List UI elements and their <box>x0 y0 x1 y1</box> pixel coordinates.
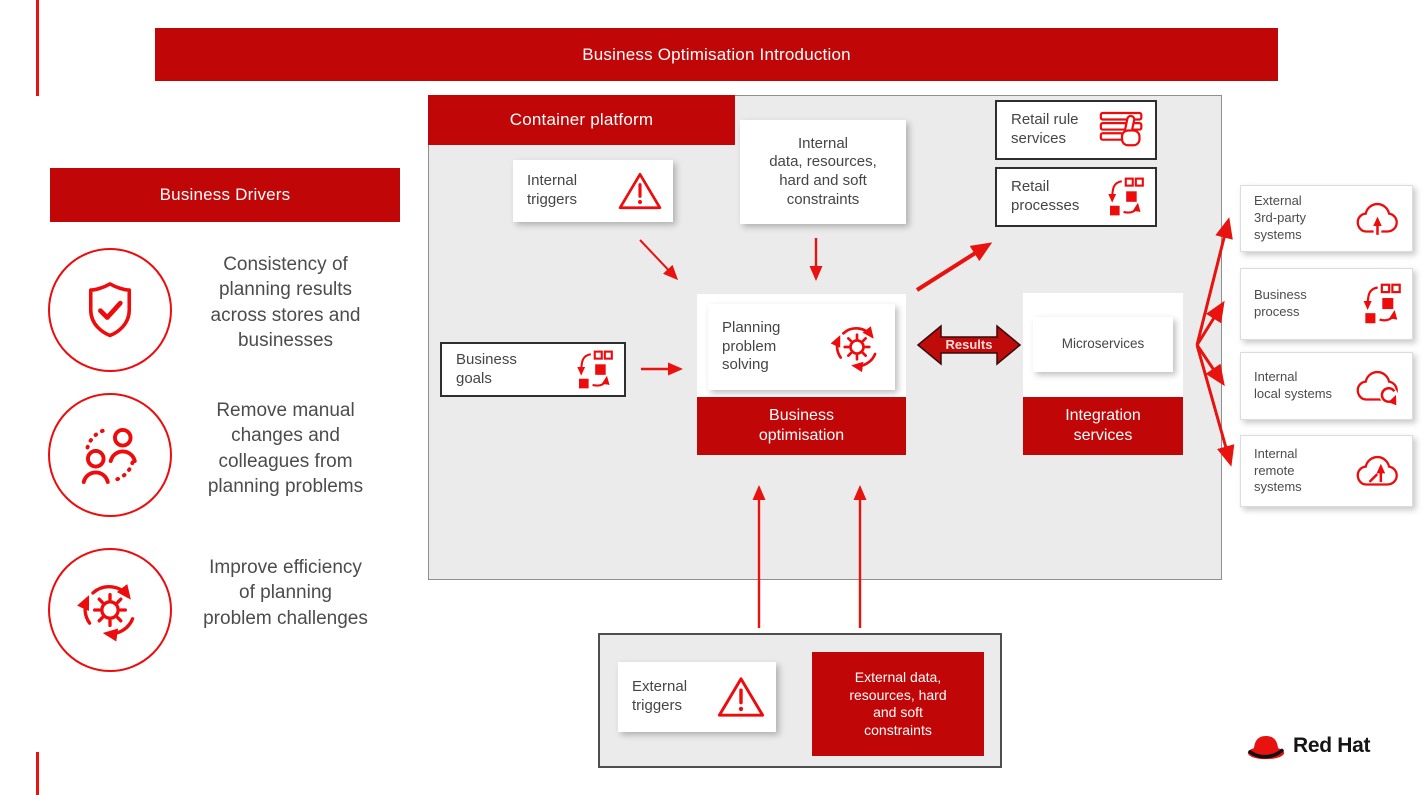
driver-item-improve-efficiency <box>48 548 172 672</box>
cloud-sync-icon <box>1352 367 1402 406</box>
microservices-card: Microservices <box>1033 317 1173 372</box>
left-accent-line-top <box>36 0 39 96</box>
internal-data-label: Internal data, resources, hard and soft … <box>769 134 877 208</box>
driver-text-remove-manual: Remove manual changes and colleagues fro… <box>207 400 364 497</box>
gear-cycle-icon <box>829 319 885 375</box>
page-title: Business Optimisation Introduction <box>155 28 1278 81</box>
business-drivers-heading: Business Drivers <box>50 168 400 222</box>
microservices-label: Microservices <box>1061 336 1145 352</box>
red-hat-logo: Red Hat <box>1246 731 1371 761</box>
gear-cycle-icon <box>75 575 145 645</box>
internal-triggers-label: Internal triggers <box>527 172 578 208</box>
business-drivers-heading-text: Business Drivers <box>159 185 291 204</box>
internal-triggers-box: Internal triggers <box>513 160 673 222</box>
people-swap-icon <box>74 419 146 491</box>
business-goals-label: Business goals <box>456 350 517 387</box>
process-icon <box>572 349 614 391</box>
retail-rule-services-box: Retail rule services <box>995 100 1157 160</box>
business-optimisation-unit: Planning problem solving Business optimi… <box>697 294 906 455</box>
integration-services-unit: Microservices Integration services <box>1023 293 1183 455</box>
page-title-text: Business Optimisation Introduction <box>582 44 851 64</box>
external-data-box: External data, resources, hard and soft … <box>812 652 984 756</box>
warning-triangle-icon <box>716 674 766 720</box>
business-goals-box: Business goals <box>440 342 626 397</box>
retail-rule-services-label: Retail rule services <box>1011 111 1079 147</box>
container-platform-heading: Container platform <box>428 95 735 145</box>
external-3rd-party-systems-box: External 3rd-party systems <box>1240 185 1413 252</box>
retail-processes-label: Retail processes <box>1011 178 1080 214</box>
red-hat-logo-text: Red Hat <box>1293 734 1371 757</box>
planning-problem-solving-card: Planning problem solving <box>708 304 895 390</box>
rules-hand-icon <box>1099 109 1145 152</box>
driver-item-remove-manual <box>48 393 172 517</box>
driver-item-consistency <box>48 248 172 372</box>
cloud-upload-icon <box>1352 199 1402 238</box>
process-icon <box>1103 176 1145 218</box>
business-process-box: Business process <box>1240 268 1413 340</box>
business-process-label: Business process <box>1254 287 1307 319</box>
process-icon <box>1358 282 1402 326</box>
cloud-arrow-icon <box>1352 452 1402 491</box>
business-optimisation-banner: Business optimisation <box>697 397 906 455</box>
driver-text-consistency: Consistency of planning results across s… <box>210 254 361 351</box>
internal-local-systems-box: Internal local systems <box>1240 352 1413 420</box>
left-accent-line-bottom <box>36 752 39 795</box>
red-hat-fedora-icon <box>1246 731 1286 761</box>
internal-remote-systems-label: Internal remote systems <box>1254 445 1302 495</box>
container-platform-heading-text: Container platform <box>509 110 654 129</box>
shield-check-icon <box>77 277 143 343</box>
external-triggers-label: External triggers <box>632 678 688 714</box>
external-triggers-box: External triggers <box>618 662 776 732</box>
integration-services-banner: Integration services <box>1023 397 1183 455</box>
internal-remote-systems-box: Internal remote systems <box>1240 435 1413 507</box>
retail-processes-box: Retail processes <box>995 167 1157 227</box>
external-3rd-party-systems-label: External 3rd-party systems <box>1254 193 1307 242</box>
results-label: Results <box>945 337 993 352</box>
planning-problem-solving-label: Planning problem solving <box>722 318 781 374</box>
warning-triangle-icon <box>617 170 663 212</box>
internal-local-systems-label: Internal local systems <box>1254 369 1333 401</box>
internal-data-box: Internal data, resources, hard and soft … <box>740 120 906 224</box>
driver-text-improve-efficiency: Improve efficiency of planning problem c… <box>203 557 368 629</box>
